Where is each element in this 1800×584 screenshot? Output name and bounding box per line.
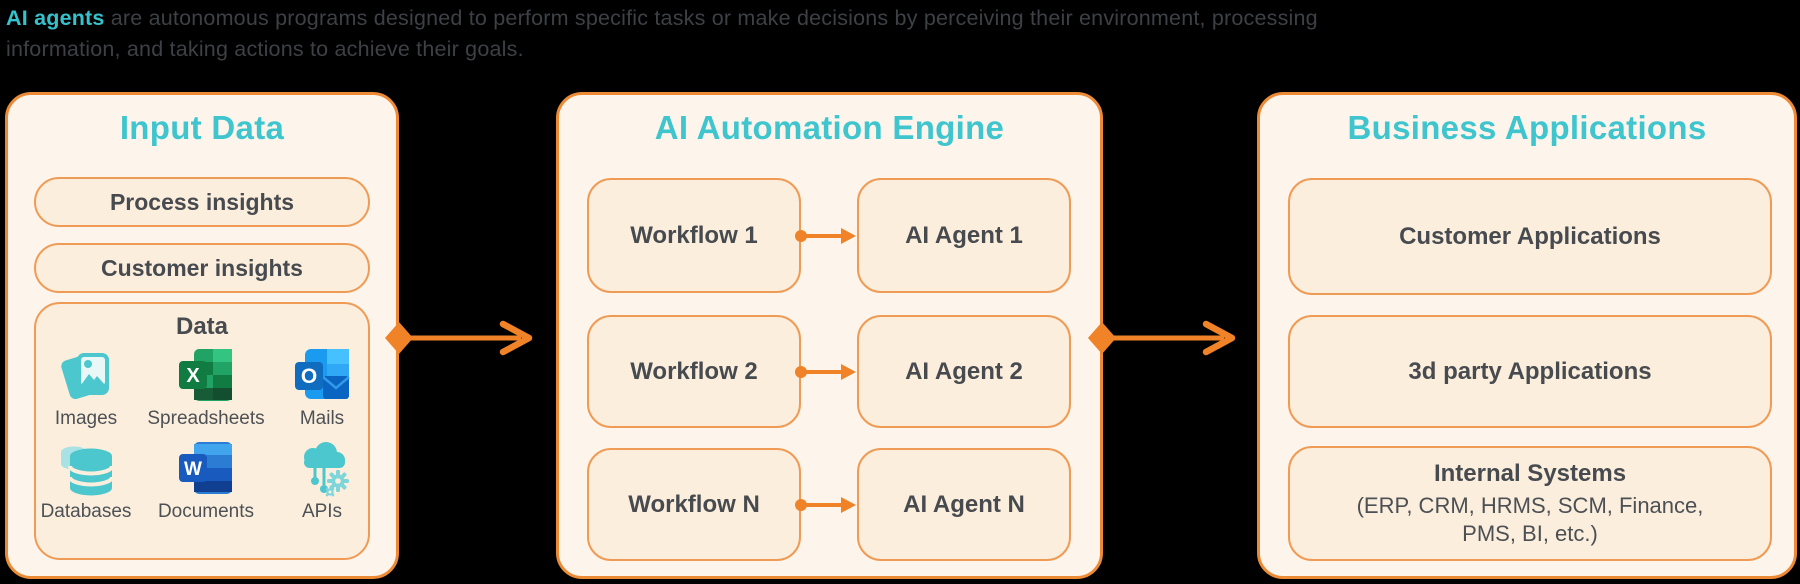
workflow1-to-agent1-arrow xyxy=(795,228,856,244)
spreadsheet-icon: X xyxy=(179,349,232,401)
customer-insights-pill: Customer insights xyxy=(34,243,370,293)
database-icon xyxy=(61,446,114,496)
intro-line-2: information, and taking actions to achie… xyxy=(6,37,524,61)
images-label: Images xyxy=(54,408,118,429)
intro-paragraph: AI agents are autonomous programs design… xyxy=(6,3,1506,65)
workflowN-to-agentN-arrow xyxy=(795,497,856,513)
svg-text:X: X xyxy=(186,365,200,387)
data-item-mails: O Mails xyxy=(276,347,368,430)
intro-line1-rest: are autonomous programs designed to perf… xyxy=(110,6,1318,30)
ai-automation-engine-panel: AI Automation Engine Workflow 1 AI Agent… xyxy=(556,92,1103,579)
data-sources-box: Data Images xyxy=(34,302,370,560)
images-icon xyxy=(61,353,109,400)
spreadsheets-label: Spreadsheets xyxy=(147,408,265,429)
business-applications-panel: Business Applications Customer Applicati… xyxy=(1257,92,1797,579)
workflow-2-box: Workflow 2 xyxy=(587,315,801,428)
data-item-apis: APIs xyxy=(276,440,368,523)
workflow2-to-agent2-arrow xyxy=(795,364,856,380)
data-item-documents: W Documents xyxy=(136,440,276,523)
workflow-n-box: Workflow N xyxy=(587,448,801,561)
internal-systems-subtitle: (ERP, CRM, HRMS, SCM, Finance, PMS, BI, … xyxy=(1357,492,1704,548)
data-icon-grid: Images X Spreadsheets xyxy=(36,347,368,523)
internal-systems-box: Internal Systems (ERP, CRM, HRMS, SCM, F… xyxy=(1288,446,1772,561)
documents-label: Documents xyxy=(157,501,255,522)
mail-icon: O xyxy=(295,349,350,399)
customer-applications-box: Customer Applications xyxy=(1288,178,1772,295)
data-item-spreadsheets: X Spreadsheets xyxy=(136,347,276,430)
document-icon: W xyxy=(179,442,232,494)
ai-agent-n-box: AI Agent N xyxy=(857,448,1071,561)
ai-agent-1-box: AI Agent 1 xyxy=(857,178,1071,293)
apis-label: APIs xyxy=(301,501,343,522)
business-applications-title: Business Applications xyxy=(1347,109,1707,146)
engine-to-business-arrow xyxy=(1088,320,1236,356)
data-item-databases: Databases xyxy=(36,440,136,523)
internal-systems-title: Internal Systems xyxy=(1433,459,1627,487)
intro-highlight: AI agents xyxy=(6,6,105,30)
input-data-title: Input Data xyxy=(119,109,285,146)
internal-systems-subtitle-line2: PMS, BI, etc.) xyxy=(1462,520,1598,546)
svg-text:O: O xyxy=(301,365,317,388)
data-item-images: Images xyxy=(36,347,136,430)
mails-label: Mails xyxy=(299,408,345,429)
input-data-panel: Input Data Process insights Customer ins… xyxy=(5,92,399,579)
api-icon xyxy=(304,442,349,497)
data-box-title: Data xyxy=(175,313,229,340)
internal-systems-subtitle-line1: (ERP, CRM, HRMS, SCM, Finance, xyxy=(1356,492,1704,518)
third-party-applications-box: 3d party Applications xyxy=(1288,315,1772,428)
process-insights-pill: Process insights xyxy=(34,177,370,227)
svg-text:W: W xyxy=(184,459,202,480)
workflow-1-box: Workflow 1 xyxy=(587,178,801,293)
ai-automation-engine-title: AI Automation Engine xyxy=(654,109,1005,146)
databases-label: Databases xyxy=(40,501,132,522)
intro-line-1: AI agents are autonomous programs design… xyxy=(6,3,1506,34)
ai-agent-2-box: AI Agent 2 xyxy=(857,315,1071,428)
input-to-engine-arrow xyxy=(385,320,533,356)
